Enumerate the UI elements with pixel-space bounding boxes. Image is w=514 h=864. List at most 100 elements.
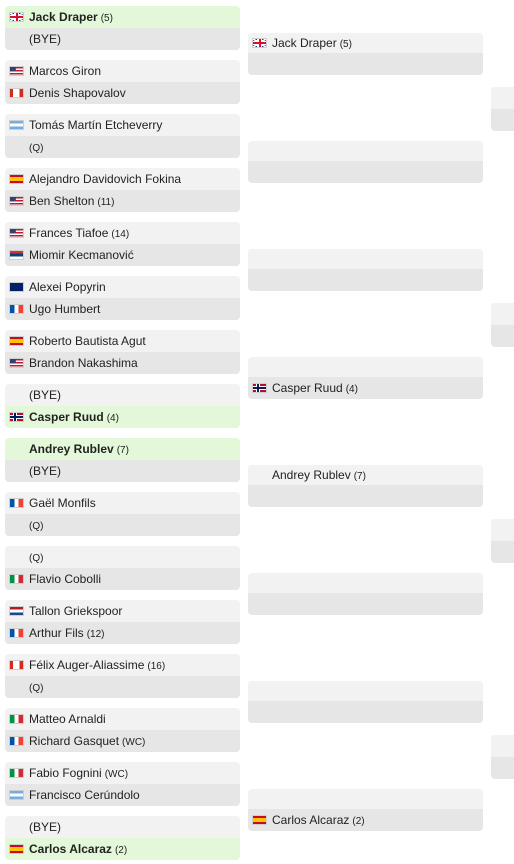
match-box[interactable] — [491, 87, 514, 131]
player-slot[interactable]: Andrey Rublev(7) — [5, 438, 240, 460]
player-slot[interactable]: Tomás Martín Etcheverry — [5, 114, 240, 136]
player-slot[interactable]: Casper Ruud(4) — [5, 406, 240, 428]
player-slot[interactable]: Jack Draper(5) — [5, 6, 240, 28]
player-slot[interactable] — [248, 269, 483, 291]
match-box[interactable]: (Q)Flavio Cobolli — [5, 546, 240, 590]
match-box[interactable] — [248, 141, 483, 183]
player-slot[interactable]: Carlos Alcaraz(2) — [5, 838, 240, 860]
match-box[interactable]: Andrey Rublev(7) — [248, 465, 483, 507]
player-name: Tallon Griekspoor — [29, 604, 123, 618]
player-slot[interactable] — [491, 303, 514, 325]
player-name: Félix Auger-Aliassime — [29, 658, 145, 672]
flag-usa-icon — [9, 358, 24, 368]
player-slot[interactable] — [248, 593, 483, 615]
player-slot[interactable] — [491, 735, 514, 757]
player-slot[interactable] — [248, 701, 483, 723]
flag-spain-icon — [9, 844, 24, 854]
player-slot[interactable]: Marcos Giron — [5, 60, 240, 82]
match-box[interactable]: Jack Draper(5) — [248, 33, 483, 75]
player-slot[interactable] — [491, 757, 514, 779]
match-box[interactable] — [491, 303, 514, 347]
player-name: Matteo Arnaldi — [29, 712, 106, 726]
player-name: (BYE) — [29, 388, 62, 402]
flag-canada-icon — [9, 660, 24, 670]
player-slot[interactable] — [491, 519, 514, 541]
match-box[interactable]: Tomás Martín Etcheverry(Q) — [5, 114, 240, 158]
player-slot[interactable]: Matteo Arnaldi — [5, 708, 240, 730]
flag-italy-icon — [9, 768, 24, 778]
match-box[interactable]: Gaël Monfils (Q) — [5, 492, 240, 536]
player-slot[interactable]: Arthur Fils(12) — [5, 622, 240, 644]
match-box[interactable]: Andrey Rublev(7) (BYE) — [5, 438, 240, 482]
player-slot[interactable]: Casper Ruud(4) — [248, 377, 483, 399]
player-slot[interactable]: Carlos Alcaraz(2) — [248, 809, 483, 831]
player-slot[interactable] — [491, 87, 514, 109]
player-slot[interactable]: Tallon Griekspoor — [5, 600, 240, 622]
player-slot[interactable] — [248, 53, 483, 75]
match-box[interactable]: Carlos Alcaraz(2) — [248, 789, 483, 831]
player-name: (BYE) — [29, 820, 62, 834]
player-slot[interactable]: (Q) — [5, 546, 240, 568]
player-slot[interactable] — [491, 325, 514, 347]
player-slot[interactable] — [248, 141, 483, 161]
player-slot[interactable] — [248, 249, 483, 269]
match-box[interactable] — [248, 681, 483, 723]
seed-label: (14) — [111, 229, 130, 240]
player-slot[interactable]: Roberto Bautista Agut — [5, 330, 240, 352]
player-slot[interactable]: Jack Draper(5) — [248, 33, 483, 53]
match-box[interactable]: Casper Ruud(4) — [248, 357, 483, 399]
player-slot[interactable] — [491, 109, 514, 131]
match-box[interactable]: (BYE) Carlos Alcaraz(2) — [5, 816, 240, 860]
match-box[interactable]: (BYE) Casper Ruud(4) — [5, 384, 240, 428]
player-slot[interactable]: Francisco Cerúndolo — [5, 784, 240, 806]
player-name: (BYE) — [29, 464, 62, 478]
match-box[interactable] — [248, 573, 483, 615]
player-slot[interactable]: Flavio Cobolli — [5, 568, 240, 590]
match-box[interactable] — [491, 735, 514, 779]
player-slot[interactable]: (Q) — [5, 514, 240, 536]
player-slot[interactable]: Ugo Humbert — [5, 298, 240, 320]
player-slot[interactable] — [248, 573, 483, 593]
match-box[interactable] — [491, 519, 514, 563]
player-slot[interactable]: Gaël Monfils — [5, 492, 240, 514]
match-box[interactable]: Frances Tiafoe(14)Miomir Kecmanović — [5, 222, 240, 266]
player-slot[interactable]: Fabio Fognini(WC) — [5, 762, 240, 784]
player-slot[interactable]: Denis Shapovalov — [5, 82, 240, 104]
player-name: Francisco Cerúndolo — [29, 788, 140, 802]
match-box[interactable]: Jack Draper(5)(BYE) — [5, 6, 240, 50]
player-slot[interactable]: (BYE) — [5, 460, 240, 482]
player-slot[interactable]: (BYE) — [5, 28, 240, 50]
player-slot[interactable] — [491, 541, 514, 563]
flag-spain-icon — [9, 336, 24, 346]
player-slot[interactable]: (Q) — [5, 676, 240, 698]
player-slot[interactable] — [248, 161, 483, 183]
player-slot[interactable]: Brandon Nakashima — [5, 352, 240, 374]
player-slot[interactable]: Richard Gasquet(WC) — [5, 730, 240, 752]
flag-usa-icon — [9, 66, 24, 76]
player-slot[interactable] — [248, 789, 483, 809]
player-slot[interactable]: Frances Tiafoe(14) — [5, 222, 240, 244]
player-slot[interactable]: (Q) — [5, 136, 240, 158]
player-slot[interactable]: Alejandro Davidovich Fokina — [5, 168, 240, 190]
player-slot[interactable] — [248, 357, 483, 377]
match-box[interactable]: Fabio Fognini(WC) Francisco Cerúndolo — [5, 762, 240, 806]
player-slot[interactable]: Alexei Popyrin — [5, 276, 240, 298]
player-slot[interactable] — [248, 681, 483, 701]
player-slot[interactable]: (BYE) — [5, 816, 240, 838]
player-slot[interactable]: (BYE) — [5, 384, 240, 406]
player-slot[interactable]: Andrey Rublev(7) — [248, 465, 483, 485]
player-name: Gaël Monfils — [29, 496, 96, 510]
match-box[interactable]: Félix Auger-Aliassime(16)(Q) — [5, 654, 240, 698]
player-slot[interactable]: Ben Shelton(11) — [5, 190, 240, 212]
player-slot[interactable]: Félix Auger-Aliassime(16) — [5, 654, 240, 676]
match-box[interactable] — [248, 249, 483, 291]
player-slot[interactable]: Miomir Kecmanović — [5, 244, 240, 266]
player-slot[interactable] — [248, 485, 483, 507]
